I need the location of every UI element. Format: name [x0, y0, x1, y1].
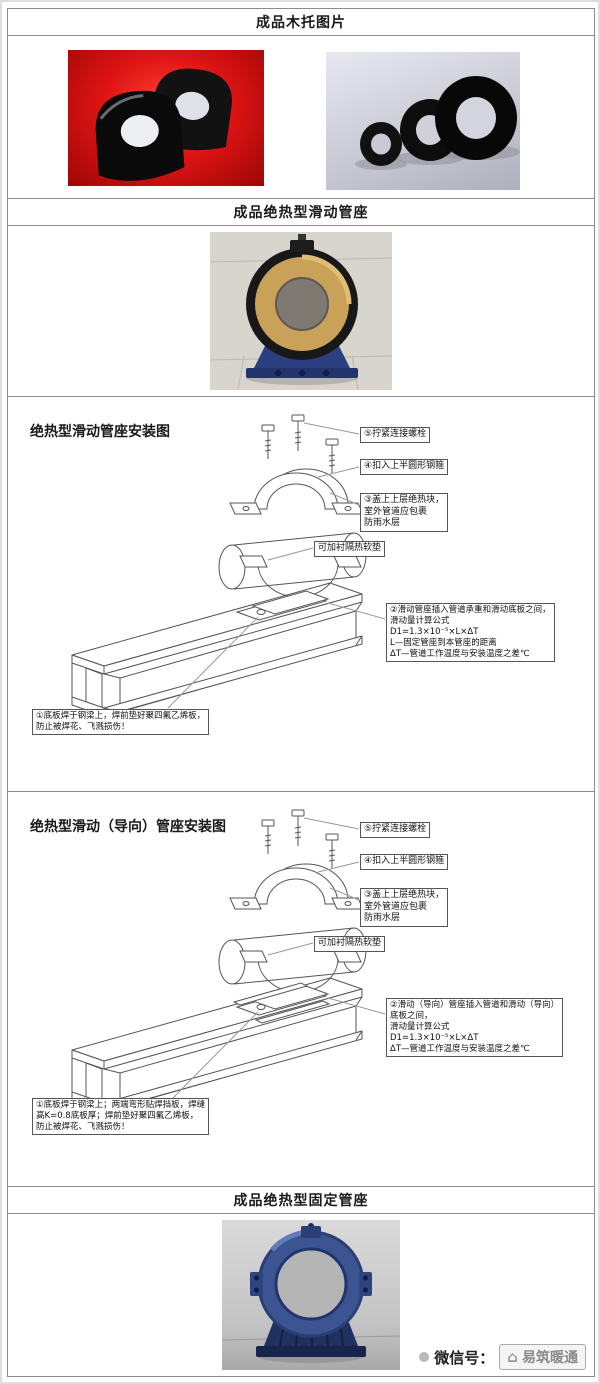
fixed-photo-row: [8, 1214, 594, 1376]
diagram1-callout-2: ②滑动管座插入管道承重和滑动底板之间， 滑动量计算公式 D1=1.3×10⁻⁵×…: [386, 603, 555, 663]
fixed-support-photo: [222, 1220, 400, 1370]
wechat-icon: [419, 1352, 430, 1362]
diagram2-callout-2: ②滑动（导向）管座插入管道和滑动（导向） 底板之间， 滑动量计算公式 D1=1.…: [386, 998, 564, 1058]
section-title-wood: 成品木托图片: [256, 15, 346, 31]
flange-bolts: [250, 1223, 372, 1296]
clamp-front: [95, 90, 185, 181]
watermark: 微信号： ⌂ 易筑暖通: [419, 1344, 586, 1370]
pipe-rings-image: [355, 76, 520, 170]
fixed-ring: [257, 1229, 365, 1338]
brand-badge: ⌂ 易筑暖通: [499, 1344, 586, 1370]
diagram1-callout-3: ③盖上上层绝热块， 室外管道应包裹 防雨水层: [360, 493, 449, 533]
diagram2-callout-3: ③盖上上层绝热块， 室外管道应包裹 防雨水层: [360, 888, 449, 928]
ring-small: [360, 122, 402, 166]
diagram1-callout-pad: 可加衬隔热软垫: [314, 541, 386, 557]
watermark-label: 微信号：: [434, 1348, 495, 1367]
diagram2-callout-5: ⑤拧紧连接螺栓: [360, 822, 431, 838]
diagram2-callout-1: ①底板焊于钢梁上；两端弯形贴焊挡板，焊缝 高K=0.8底板厚；焊前垫好聚四氟乙烯…: [32, 1098, 210, 1136]
wood-photo-row: [8, 36, 594, 199]
diagram2-title: 绝热型滑动（导向）管座安装图: [30, 819, 226, 835]
sliding-photo-row: [8, 226, 594, 397]
sliding-support-image: [210, 234, 392, 390]
diagram1-callout-5: ⑤拧紧连接螺栓: [360, 427, 431, 443]
diagram-sliding-support: 绝热型滑动管座安装图 ⑤拧紧连接螺栓 ④扣入上半圆形钢箍 ③盖上上层绝热块， 室…: [8, 397, 594, 792]
brand-name: 易筑暖通: [522, 1350, 578, 1366]
pipe-clamps-image: [95, 68, 232, 181]
ring-large: [435, 76, 517, 160]
document-table: 成品木托图片: [7, 8, 595, 1377]
section-header-wood: 成品木托图片: [8, 9, 594, 36]
section-header-sliding: 成品绝热型滑动管座: [8, 199, 594, 226]
house-icon: ⌂: [507, 1347, 518, 1366]
section-header-fixed: 成品绝热型固定管座: [8, 1187, 594, 1214]
wood-support-photo-red: [68, 50, 264, 186]
sliding-support-photo: [210, 232, 392, 390]
section-title-sliding: 成品绝热型滑动管座: [233, 205, 369, 221]
diagram1-callout-1: ①底板焊于钢梁上，焊前垫好聚四氟乙烯板， 防止被焊花、飞溅损伤！: [32, 709, 210, 736]
insulated-ring: [246, 248, 358, 360]
top-clamp: [290, 234, 314, 252]
section-title-fixed: 成品绝热型固定管座: [233, 1193, 369, 1209]
wood-support-photo-gray: [326, 52, 520, 190]
diagram-sliding-guided-support: 绝热型滑动（导向）管座安装图 ⑤拧紧连接螺栓 ④扣入上半圆形钢箍 ③盖上上层绝热…: [8, 792, 594, 1187]
diagram2-callout-pad: 可加衬隔热软垫: [314, 936, 386, 952]
fixed-support-image: [222, 1223, 400, 1363]
diagram2-callout-4: ④扣入上半圆形钢箍: [360, 854, 449, 870]
diagram1-title: 绝热型滑动管座安装图: [30, 424, 170, 440]
diagram1-callout-4: ④扣入上半圆形钢箍: [360, 459, 449, 475]
